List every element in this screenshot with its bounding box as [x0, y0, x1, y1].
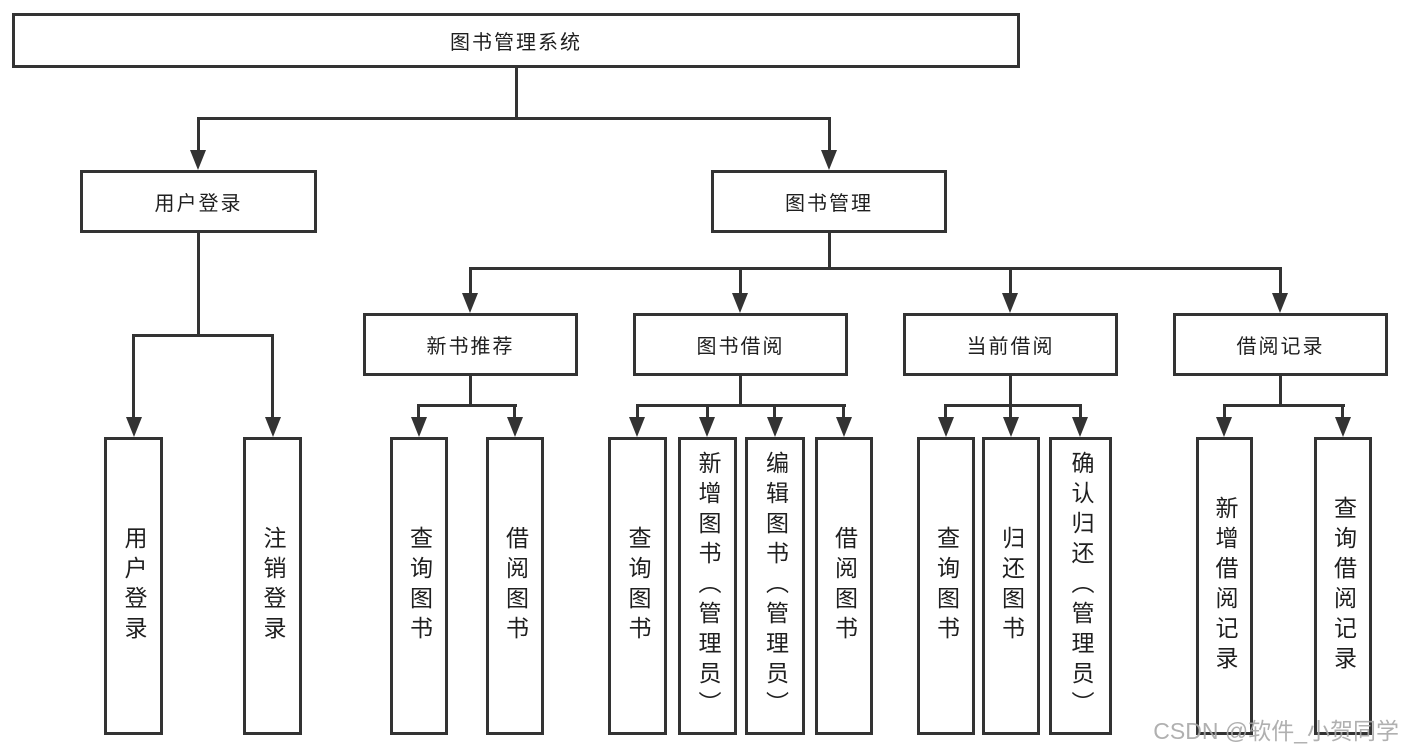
leaf-logout: 注销登录	[243, 437, 302, 735]
arrow-down-icon	[821, 150, 837, 170]
connector-line	[417, 404, 420, 419]
leaf-return-book: 归还图书	[982, 437, 1040, 735]
leaf-add-borrow-record-label: 新增借阅记录	[1212, 496, 1238, 676]
leaf-query-book-current: 查询图书	[917, 437, 975, 735]
connector-line	[1279, 267, 1282, 295]
arrow-down-icon	[767, 417, 783, 437]
leaf-query-book-current-label: 查询图书	[933, 526, 960, 646]
leaf-query-borrow-record-label: 查询借阅记录	[1330, 496, 1357, 676]
leaf-borrow-book-recommend: 借阅图书	[486, 437, 544, 735]
connector-line	[636, 404, 846, 407]
arrow-down-icon	[190, 150, 206, 170]
connector-line	[469, 267, 472, 295]
connector-line	[1009, 267, 1012, 295]
leaf-query-book-borrow: 查询图书	[608, 437, 667, 735]
connector-line	[944, 404, 947, 419]
connector-line	[1009, 404, 1012, 419]
connector-line	[1079, 404, 1082, 419]
connector-line	[271, 334, 274, 419]
connector-line	[132, 334, 274, 337]
leaf-borrow-book-recommend-label: 借阅图书	[502, 526, 529, 646]
arrow-down-icon	[836, 417, 852, 437]
connector-line	[513, 404, 516, 419]
connector-line	[417, 404, 517, 407]
arrow-down-icon	[699, 417, 715, 437]
arrow-down-icon	[126, 417, 142, 437]
node-book-borrow-label: 图书借阅	[696, 336, 785, 358]
csdn-watermark: CSDN @软件_小贺同学	[1153, 718, 1399, 744]
connector-line	[739, 376, 742, 407]
leaf-edit-book-admin-label: 编辑图书（管理员）	[762, 451, 789, 721]
connector-line	[132, 334, 135, 419]
arrow-down-icon	[462, 293, 478, 313]
arrow-down-icon	[938, 417, 954, 437]
connector-line	[1279, 376, 1282, 407]
node-new-book-recommend: 新书推荐	[363, 313, 578, 376]
connector-line	[828, 233, 831, 270]
arrow-down-icon	[411, 417, 427, 437]
leaf-user-login-label: 用户登录	[121, 526, 147, 646]
arrow-down-icon	[1335, 417, 1351, 437]
leaf-confirm-return-admin-label: 确认归还（管理员）	[1068, 451, 1094, 721]
leaf-add-borrow-record: 新增借阅记录	[1196, 437, 1253, 735]
node-current-borrow: 当前借阅	[903, 313, 1118, 376]
arrow-down-icon	[265, 417, 281, 437]
node-borrow-records-label: 借阅记录	[1236, 336, 1325, 358]
leaf-query-book-recommend-label: 查询图书	[406, 526, 433, 646]
node-book-management-label: 图书管理	[785, 193, 873, 215]
node-borrow-records: 借阅记录	[1173, 313, 1388, 376]
connector-line	[1223, 404, 1345, 407]
node-book-management: 图书管理	[711, 170, 947, 233]
connector-line	[469, 267, 1282, 270]
node-root-label: 图书管理系统	[450, 32, 582, 54]
connector-line	[1223, 404, 1226, 419]
arrow-down-icon	[1216, 417, 1232, 437]
connector-line	[842, 404, 845, 419]
leaf-confirm-return-admin: 确认归还（管理员）	[1049, 437, 1112, 735]
connector-line	[197, 117, 200, 152]
node-user-login-label: 用户登录	[154, 193, 243, 215]
connector-line	[469, 376, 472, 407]
connector-line	[739, 267, 742, 295]
connector-line	[828, 117, 831, 152]
arrow-down-icon	[1072, 417, 1088, 437]
connector-line	[636, 404, 639, 419]
connector-line	[706, 404, 709, 419]
node-current-borrow-label: 当前借阅	[966, 336, 1055, 358]
leaf-add-book-admin: 新增图书（管理员）	[678, 437, 737, 735]
connector-line	[1341, 404, 1344, 419]
connector-line	[773, 404, 776, 419]
node-root: 图书管理系统	[12, 13, 1020, 68]
arrow-down-icon	[1272, 293, 1288, 313]
connector-line	[515, 68, 518, 118]
leaf-logout-label: 注销登录	[260, 526, 286, 646]
node-user-login: 用户登录	[80, 170, 317, 233]
leaf-query-book-borrow-label: 查询图书	[625, 526, 651, 646]
arrow-down-icon	[629, 417, 645, 437]
leaf-edit-book-admin: 编辑图书（管理员）	[745, 437, 805, 735]
node-new-book-recommend-label: 新书推荐	[426, 336, 515, 358]
leaf-borrow-book: 借阅图书	[815, 437, 873, 735]
leaf-add-book-admin-label: 新增图书（管理员）	[695, 451, 721, 721]
node-book-borrow: 图书借阅	[633, 313, 848, 376]
arrow-down-icon	[507, 417, 523, 437]
arrow-down-icon	[1003, 417, 1019, 437]
leaf-return-book-label: 归还图书	[998, 526, 1025, 646]
arrow-down-icon	[732, 293, 748, 313]
connector-line	[197, 233, 200, 337]
leaf-query-borrow-record: 查询借阅记录	[1314, 437, 1372, 735]
connector-line	[197, 117, 831, 120]
arrow-down-icon	[1002, 293, 1018, 313]
connector-line	[1009, 376, 1012, 407]
leaf-user-login: 用户登录	[104, 437, 163, 735]
leaf-borrow-book-label: 借阅图书	[831, 526, 858, 646]
leaf-query-book-recommend: 查询图书	[390, 437, 448, 735]
connector-line	[944, 404, 1082, 407]
